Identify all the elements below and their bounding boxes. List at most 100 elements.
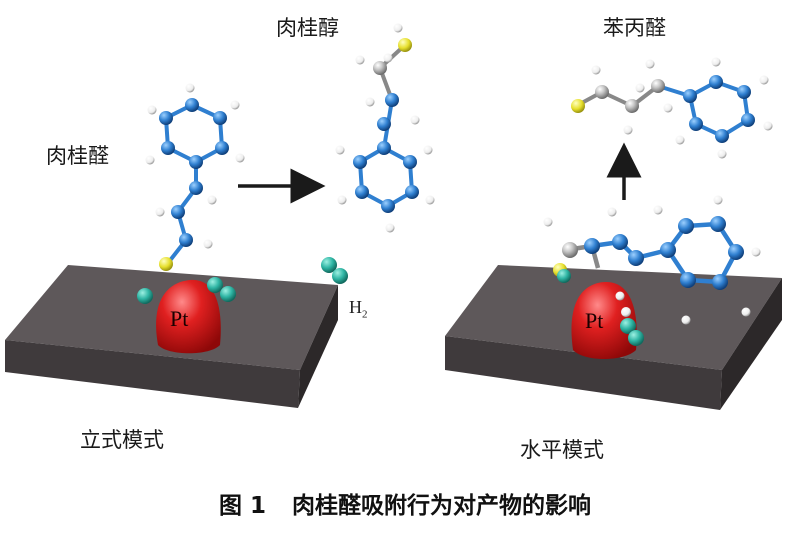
figure-number: 图 1 (218, 493, 266, 519)
c-atom (171, 205, 185, 219)
c-atom (678, 218, 694, 234)
aldehyde-atoms (571, 57, 773, 159)
figure-caption-text: 肉桂醛吸附行为对产物的影响 (292, 493, 591, 519)
label-pt-left: Pt (170, 306, 189, 331)
c-atom (737, 85, 751, 99)
h-atom (425, 195, 435, 205)
c-atom (381, 199, 395, 213)
h-atom (645, 59, 655, 69)
h-atom (337, 195, 347, 205)
h2-atom (220, 286, 236, 302)
h-atom (681, 315, 691, 325)
label-vertical-mode: 立式模式 (80, 428, 164, 452)
h2-symbol: H (349, 297, 362, 317)
h-atom (675, 135, 685, 145)
h-atom (591, 65, 601, 75)
c-atom (405, 185, 419, 199)
h2-subscript: 2 (362, 308, 368, 321)
c-atom (689, 117, 703, 131)
c-atom (715, 129, 729, 143)
o-atom (159, 257, 173, 271)
c-atom (683, 89, 697, 103)
c-atom (215, 141, 229, 155)
h-atom (207, 195, 217, 205)
right-molecule-atoms (543, 195, 761, 325)
h-atom (235, 153, 245, 163)
h-atom (759, 75, 769, 85)
label-left-reactant: 肉桂醛 (46, 144, 109, 168)
h-atom (230, 100, 240, 110)
label-alcohol-product: 肉桂醇 (276, 16, 339, 40)
h-atom (623, 125, 633, 135)
h2-molecules-left (137, 257, 348, 304)
h2-atom (628, 330, 644, 346)
h-atom (713, 195, 723, 205)
h-atom (383, 53, 393, 63)
alcohol-atoms (335, 23, 435, 233)
c-atom (179, 233, 193, 247)
c-atom (189, 181, 203, 195)
h-atom (203, 239, 213, 249)
c-atom (385, 93, 399, 107)
c-atom (584, 238, 600, 254)
h2-atom (332, 268, 348, 284)
c-atom (628, 250, 644, 266)
c-atom (353, 155, 367, 169)
c-atom (680, 272, 696, 288)
c-atom-gray (625, 99, 639, 113)
h2-atom (557, 269, 571, 283)
h-atom (763, 121, 773, 131)
right-pt-particle (571, 281, 637, 359)
c-atom (403, 155, 417, 169)
c-atom-gray (595, 85, 609, 99)
c-atom (728, 244, 744, 260)
left-molecule-atoms (145, 83, 245, 271)
c-atom (612, 234, 628, 250)
c-atom (710, 216, 726, 232)
h-atom (621, 307, 631, 317)
h-atom (653, 205, 663, 215)
h-atom (155, 207, 165, 217)
c-atom-gray (651, 79, 665, 93)
c-atom (712, 274, 728, 290)
h-atom (615, 291, 625, 301)
h-atom (717, 149, 727, 159)
h2-atom (207, 277, 223, 293)
h-atom (741, 307, 751, 317)
h-atom (147, 105, 157, 115)
h-atom (663, 103, 673, 113)
figure-caption: 图 1 肉桂醛吸附行为对产物的影响 (0, 495, 800, 518)
label-horizontal-mode: 水平模式 (520, 438, 604, 462)
c-atom (377, 141, 391, 155)
h-atom (365, 97, 375, 107)
c-atom (159, 111, 173, 125)
h-atom (751, 247, 761, 257)
label-pt-right: Pt (585, 308, 604, 333)
label-h2: H2 (349, 298, 368, 321)
h-atom (185, 83, 195, 93)
c-atom (660, 242, 676, 258)
h2-atom (137, 288, 153, 304)
h-atom (145, 155, 155, 165)
h-atom (410, 115, 420, 125)
h-atom (543, 217, 553, 227)
h2-atom (620, 318, 636, 334)
left-pt-particle (156, 279, 221, 354)
h-atom (355, 55, 365, 65)
h-atom (335, 145, 345, 155)
c-atom (185, 98, 199, 112)
h-atom (607, 207, 617, 217)
h-atom (385, 223, 395, 233)
c-atom-gray (373, 61, 387, 75)
o-atom (571, 99, 585, 113)
o-atom (398, 38, 412, 52)
label-aldehyde-product: 苯丙醛 (603, 16, 666, 40)
c-atom (161, 141, 175, 155)
c-atom (709, 75, 723, 89)
c-atom-gray (562, 242, 578, 258)
c-atom (189, 155, 203, 169)
h2-molecules-right (557, 269, 644, 346)
h-atom (711, 57, 721, 67)
c-atom (741, 113, 755, 127)
